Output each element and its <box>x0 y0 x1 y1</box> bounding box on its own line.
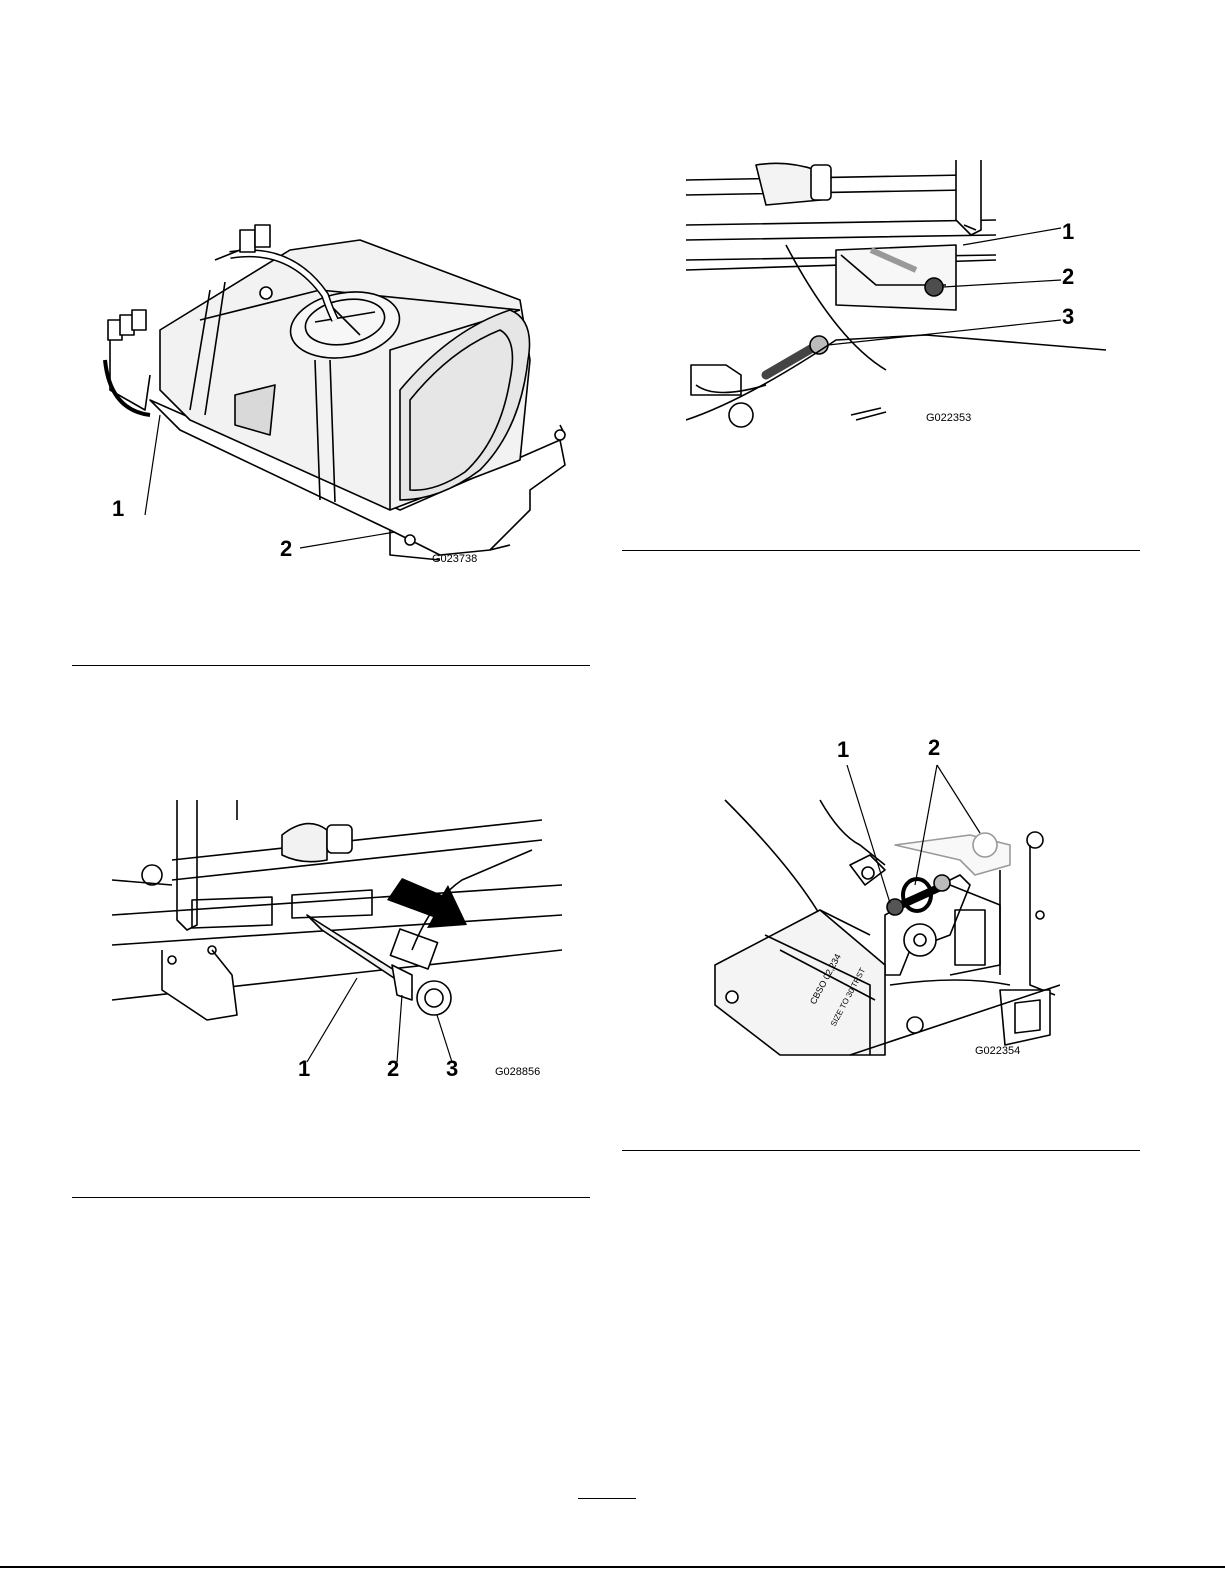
callout-3: 3 <box>446 1058 458 1080</box>
support-bar-illustration <box>112 800 562 1085</box>
callout-2: 2 <box>387 1058 399 1080</box>
page-bottom-border <box>0 1566 1225 1568</box>
figure-tank: 1 2 G023738 <box>90 210 600 580</box>
section-divider <box>72 665 590 666</box>
page-number-underline <box>578 1498 636 1499</box>
callout-3: 3 <box>1062 306 1074 328</box>
pin-detail-illustration <box>686 160 1106 430</box>
hinge-pin-illustration: CBSO 02,234 SIZE TO 30 TRST <box>710 735 1060 1065</box>
figure-code: G023738 <box>432 553 477 565</box>
section-divider <box>622 1150 1140 1151</box>
callout-2: 2 <box>928 737 940 759</box>
callout-1: 1 <box>837 739 849 761</box>
figure-hinge-pin: CBSO 02,234 SIZE TO 30 TRST 1 2 G022354 <box>710 735 1060 1065</box>
callout-1: 1 <box>1062 221 1074 243</box>
tank-illustration <box>90 210 600 580</box>
section-divider <box>622 550 1140 551</box>
figure-pin-detail: 1 2 3 G022353 <box>686 160 1106 430</box>
callout-1: 1 <box>298 1058 310 1080</box>
callout-2: 2 <box>280 538 292 560</box>
figure-support-bar: 1 2 3 G028856 <box>112 800 562 1085</box>
figure-code: G022354 <box>975 1045 1020 1057</box>
figure-code: G022353 <box>926 412 971 424</box>
section-divider <box>72 1197 590 1198</box>
callout-1: 1 <box>112 498 124 520</box>
callout-2: 2 <box>1062 266 1074 288</box>
figure-code: G028856 <box>495 1066 540 1078</box>
